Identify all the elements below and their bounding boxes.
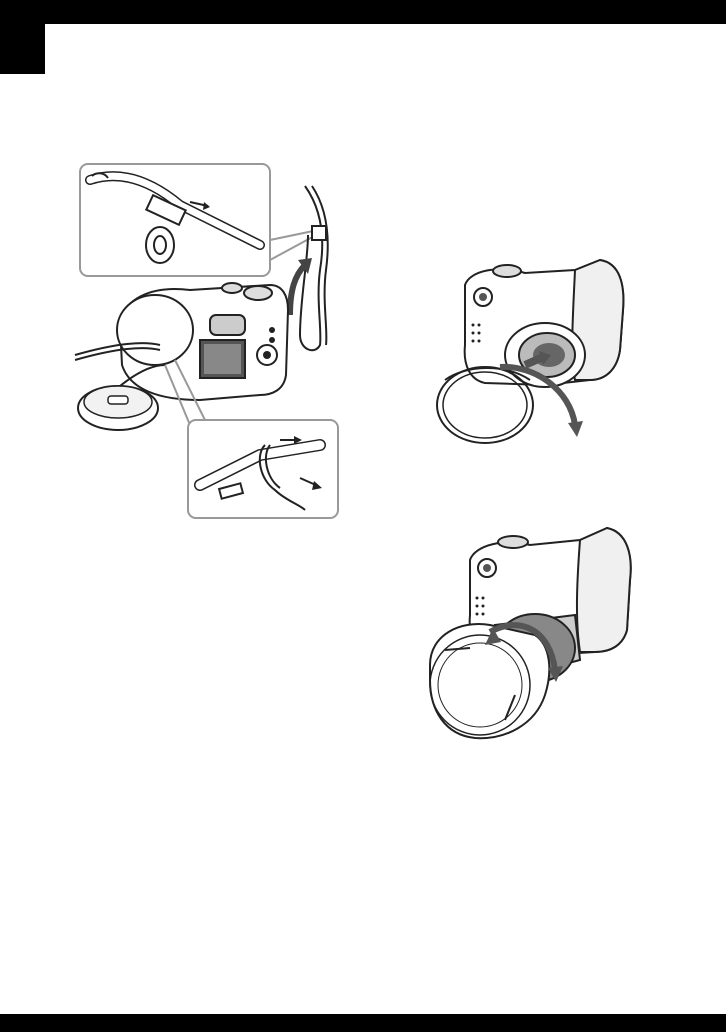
strap-loop-detail-inset — [188, 420, 338, 518]
strap-lens-cap-illustration — [60, 150, 360, 530]
page-footer-bar — [0, 1014, 726, 1032]
lens-hood-drawing — [415, 520, 640, 750]
section-tab — [0, 0, 45, 74]
page-header-bar — [0, 0, 726, 24]
lens-hood-illustration — [415, 520, 640, 750]
camera-strap-drawing — [60, 150, 360, 530]
strap-detail-inset — [80, 164, 270, 276]
adaptor-ring-drawing — [425, 255, 635, 470]
camera-icon — [117, 283, 288, 400]
lens-adaptor-ring-illustration — [425, 255, 635, 470]
